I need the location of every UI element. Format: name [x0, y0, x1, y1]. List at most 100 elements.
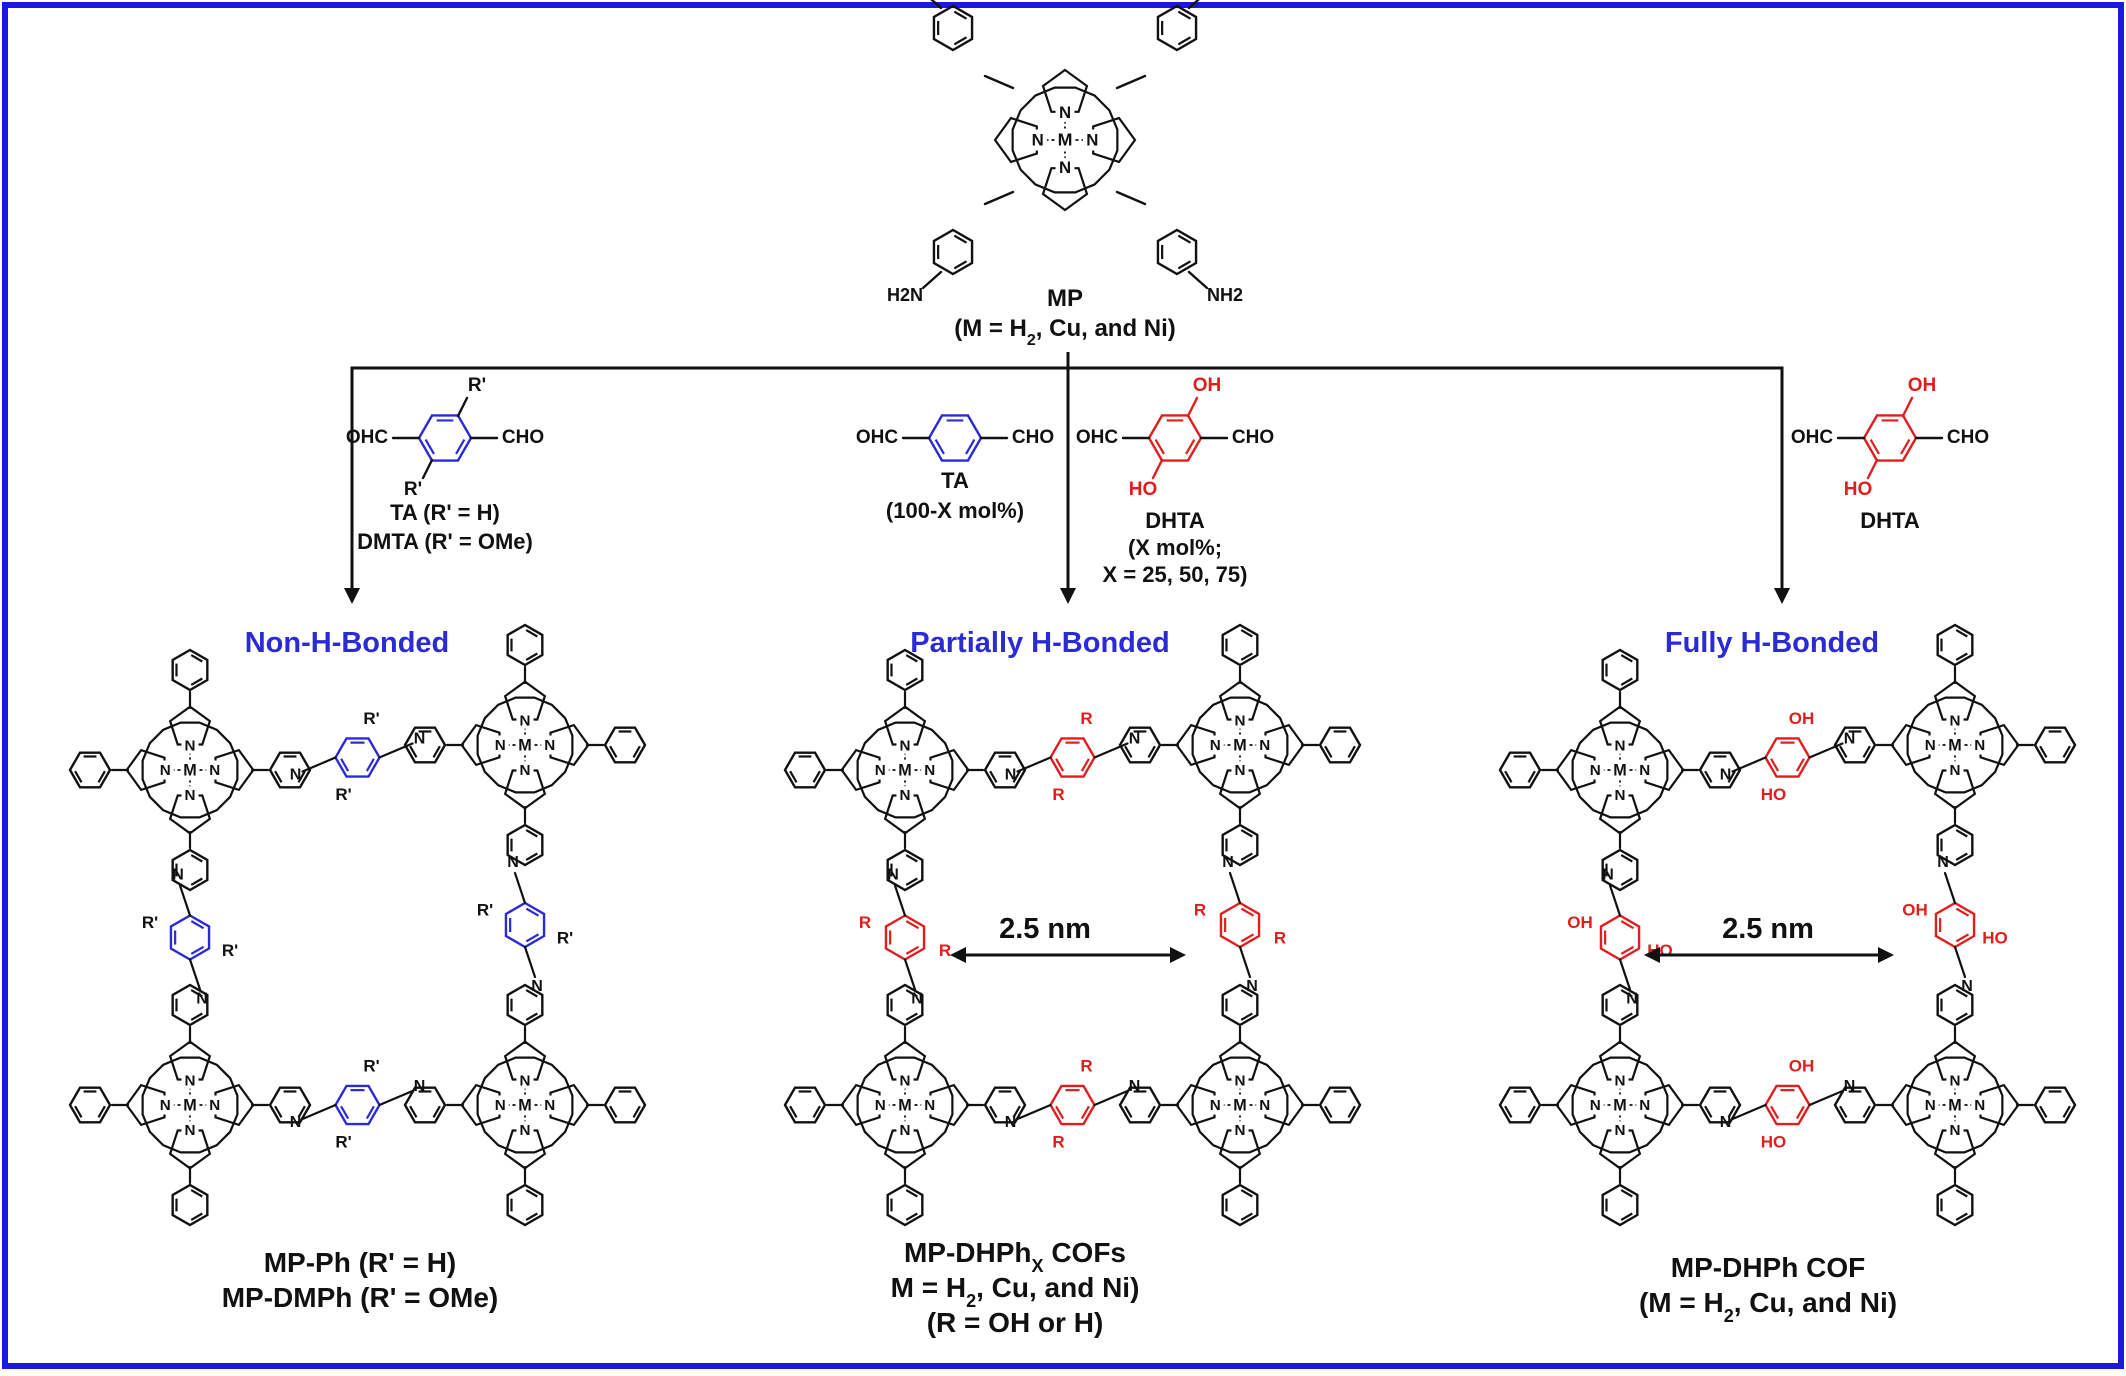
imine-bond — [1953, 945, 1967, 979]
imine-bond — [1808, 742, 1844, 759]
imine-nitrogen: N — [290, 767, 302, 784]
imine-nitrogen: N — [1626, 991, 1638, 1008]
ring-double-bond — [274, 1105, 283, 1118]
imine-nitrogen: N — [290, 1114, 302, 1131]
ring-double-bond — [1862, 745, 1871, 758]
ring-double-bond — [1620, 1012, 1633, 1021]
node-phenyl-ring — [171, 648, 209, 692]
ring-outline — [1601, 848, 1639, 892]
nitrogen-label: N — [1615, 1122, 1626, 1139]
pore-arrow-right — [1644, 947, 1894, 963]
ring-outline — [1118, 1086, 1162, 1124]
imine-nitrogen: N — [1129, 1078, 1141, 1095]
substituent-bond — [1186, 396, 1199, 418]
metal-label: M — [1613, 1096, 1626, 1114]
n-label-bg — [1636, 760, 1654, 780]
node-phenyl-ring — [506, 623, 544, 667]
ring-double-bond — [905, 989, 918, 998]
ring-double-bond — [953, 260, 968, 270]
ring-double-bond — [1955, 629, 1968, 638]
m-label-bg — [1054, 128, 1076, 152]
n-label-bg — [1946, 1120, 1964, 1140]
meso-phenyl-ring — [1156, 228, 1198, 276]
ring-double-bond — [1704, 1105, 1713, 1118]
imine-bond — [893, 884, 907, 917]
nitrogen-label: N — [209, 1097, 220, 1114]
ring-double-bond — [525, 652, 538, 661]
ring-outline — [1221, 823, 1259, 867]
ring-outline — [983, 751, 1027, 789]
ring-double-bond — [525, 629, 538, 638]
ring-outline — [1221, 983, 1259, 1027]
ring-double-bond — [989, 1105, 998, 1118]
nitrogen-label: N — [1950, 712, 1961, 729]
n-label-bg — [921, 1095, 939, 1115]
ring-double-bond — [1124, 1105, 1133, 1118]
node-phenyl-ring — [1936, 1183, 1974, 1227]
ring-double-bond — [905, 1012, 918, 1021]
dhta-mid-amount-2: X = 25, 50, 75) — [1103, 562, 1248, 587]
ring-double-bond — [190, 877, 203, 886]
macrocycle-ring — [476, 1056, 574, 1154]
reaction-arrows — [350, 352, 1784, 590]
n-label-bg — [1611, 785, 1629, 805]
ring-double-bond — [190, 989, 203, 998]
ring-outline — [932, 228, 974, 276]
ring-double-bond — [1240, 1012, 1253, 1021]
linker-substituent: HO — [1761, 1132, 1787, 1151]
imine-bond — [1093, 1089, 1129, 1107]
ring-double-bond — [1240, 907, 1255, 917]
nitrogen-label: N — [1259, 1097, 1270, 1114]
linker-ring — [1764, 1084, 1811, 1126]
n-label-bg — [1231, 760, 1249, 780]
metal-label: M — [1233, 736, 1246, 754]
m-label-bg — [1610, 1094, 1630, 1116]
ring-outline — [932, 4, 974, 52]
ring-double-bond — [525, 1189, 538, 1198]
linker-substituent: R — [1052, 785, 1064, 804]
imine-bond — [1016, 756, 1052, 773]
ring-double-bond — [1620, 989, 1633, 998]
metal-label: M — [518, 736, 531, 754]
node-phenyl-ring — [1936, 823, 1974, 867]
ring-double-bond — [1900, 439, 1911, 455]
ring-double-bond — [432, 1105, 441, 1118]
ring-double-bond — [1955, 1212, 1968, 1221]
ring-double-bond — [632, 1105, 641, 1118]
ring-outline — [1833, 726, 1877, 764]
n-label-bg — [1611, 735, 1629, 755]
ring-double-bond — [1620, 920, 1635, 930]
ring-double-bond — [190, 854, 203, 863]
nitrogen-label: N — [1059, 103, 1071, 122]
ring-double-bond — [934, 439, 945, 455]
n-label-bg — [1636, 1095, 1654, 1115]
node-phenyl-ring — [1833, 1086, 1877, 1124]
ring-double-bond — [1240, 989, 1253, 998]
meso-phenyl-ring — [932, 4, 974, 52]
ring-outline — [2033, 726, 2077, 764]
ring-outline — [506, 823, 544, 867]
node-phenyl-ring — [1601, 1183, 1639, 1227]
n-label-bg — [1921, 735, 1939, 755]
ring-double-bond — [1080, 1105, 1090, 1120]
linker-substituent: R — [1080, 1056, 1092, 1075]
substituent-bottom: HO — [1844, 479, 1873, 500]
n-label-bg — [1586, 1095, 1604, 1115]
ring-double-bond — [905, 1189, 918, 1198]
ring-double-bond — [1147, 1105, 1156, 1118]
imine-nitrogen: N — [1005, 1114, 1017, 1131]
macrocycle-ring — [476, 696, 574, 794]
nitrogen-label: N — [1590, 1097, 1601, 1114]
m-label-bg — [895, 1094, 915, 1116]
node-phenyl-ring — [268, 1086, 312, 1124]
ta-amount: (100-X mol%) — [886, 498, 1024, 523]
ring-double-bond — [1839, 1105, 1848, 1118]
ring-double-bond — [953, 36, 968, 46]
ring-double-bond — [2062, 745, 2071, 758]
metal-label: M — [1948, 1096, 1961, 1114]
ring-double-bond — [609, 745, 618, 758]
nitrogen-label: N — [520, 712, 531, 729]
